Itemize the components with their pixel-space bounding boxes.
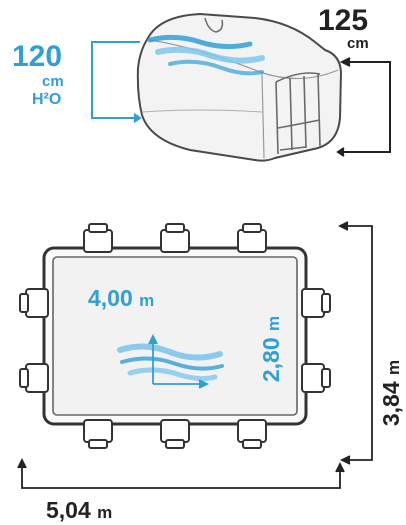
leg-left-1 bbox=[19, 288, 49, 318]
leg-bottom-2 bbox=[160, 419, 190, 449]
inner-axis-arrows bbox=[148, 333, 210, 389]
leg-bottom-3 bbox=[237, 419, 267, 449]
water-depth-unit: cm bbox=[42, 73, 64, 90]
outer-length-value: 5,04 bbox=[46, 497, 91, 523]
leg-left-2 bbox=[19, 363, 49, 393]
top-water-waves bbox=[117, 343, 224, 382]
water-depth-value: 120 bbox=[12, 40, 63, 73]
wall-height-value: 125 bbox=[318, 4, 369, 37]
leg-top-1 bbox=[83, 223, 113, 253]
pool-water-area bbox=[52, 256, 298, 416]
inner-length-unit: m bbox=[139, 291, 155, 310]
outer-length-label: 5,04 m bbox=[46, 498, 112, 525]
leg-right-1 bbox=[301, 288, 331, 318]
outer-length-bracket bbox=[17, 457, 345, 489]
inner-width-unit: m bbox=[264, 315, 283, 331]
pool-corner-edge bbox=[261, 73, 265, 159]
inner-width-value: 2,80 bbox=[258, 337, 284, 383]
pool-floor-line bbox=[141, 109, 263, 113]
leg-right-2 bbox=[301, 363, 331, 393]
pool-top-hook bbox=[204, 17, 224, 33]
water-depth-medium: H²O bbox=[32, 91, 62, 108]
leg-top-3 bbox=[237, 223, 267, 253]
top-view-pool bbox=[42, 246, 308, 426]
water-depth-bracket bbox=[91, 41, 142, 123]
inner-length-label: 4,00 m bbox=[88, 286, 154, 313]
outer-depth-unit: m bbox=[384, 359, 403, 375]
outer-depth-value: 3,84 bbox=[378, 381, 404, 427]
leg-bottom-1 bbox=[83, 419, 113, 449]
side-water-waves bbox=[147, 34, 265, 76]
inner-length-value: 4,00 bbox=[88, 285, 133, 311]
outer-depth-bracket bbox=[337, 221, 373, 465]
wall-height-unit: cm bbox=[347, 35, 369, 52]
pool-legs bbox=[19, 223, 331, 449]
side-view-pool bbox=[136, 12, 343, 162]
outer-depth-label: 3,84 m bbox=[378, 338, 404, 448]
outer-length-unit: m bbox=[97, 503, 113, 522]
wall-height-bracket bbox=[336, 57, 391, 157]
inner-width-label: 2,80 m bbox=[258, 294, 284, 404]
pool-ladder bbox=[275, 72, 321, 155]
leg-top-2 bbox=[160, 223, 190, 253]
